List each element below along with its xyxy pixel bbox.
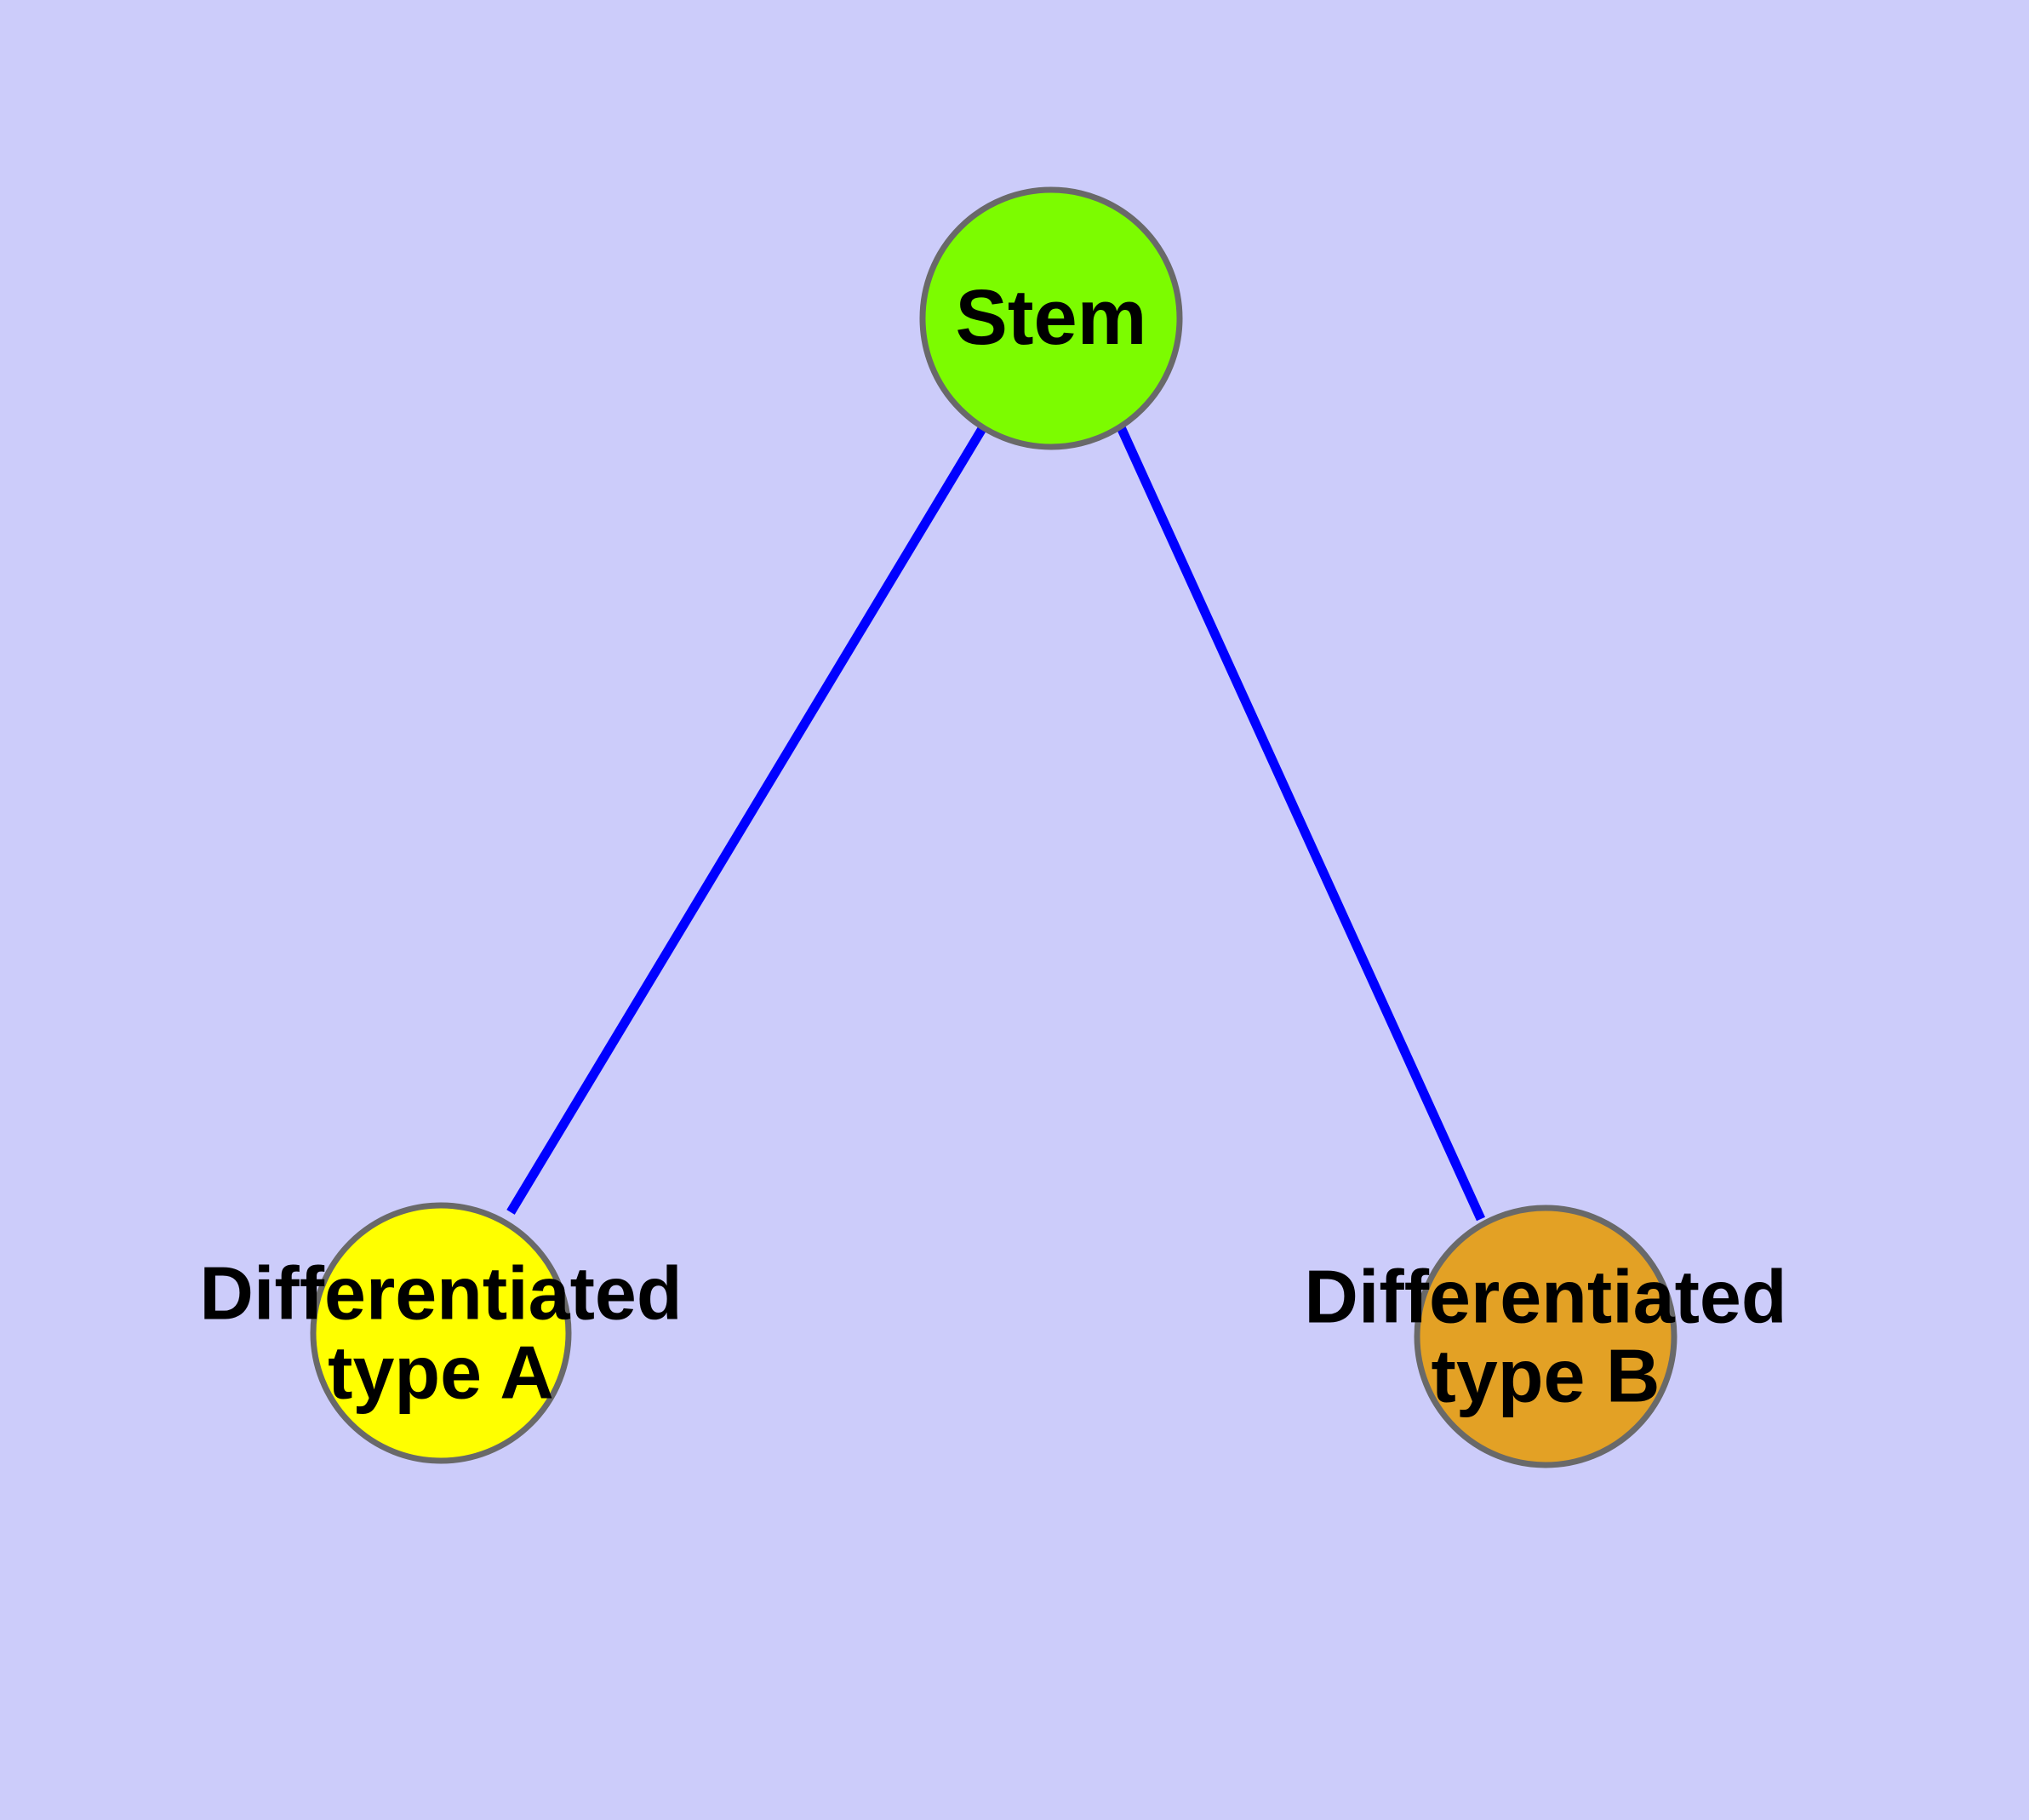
edge-stem-to-differentiated-type-a[interactable]	[506, 425, 987, 1215]
node-circle-stem[interactable]	[919, 186, 1183, 450]
node-layer	[310, 186, 1677, 1468]
node-circle-differentiated-type-a[interactable]	[310, 1202, 572, 1464]
edge-stem-to-differentiated-type-b[interactable]	[1116, 425, 1486, 1222]
edge-layer	[506, 425, 1486, 1222]
node-circle-differentiated-type-b[interactable]	[1414, 1205, 1677, 1468]
